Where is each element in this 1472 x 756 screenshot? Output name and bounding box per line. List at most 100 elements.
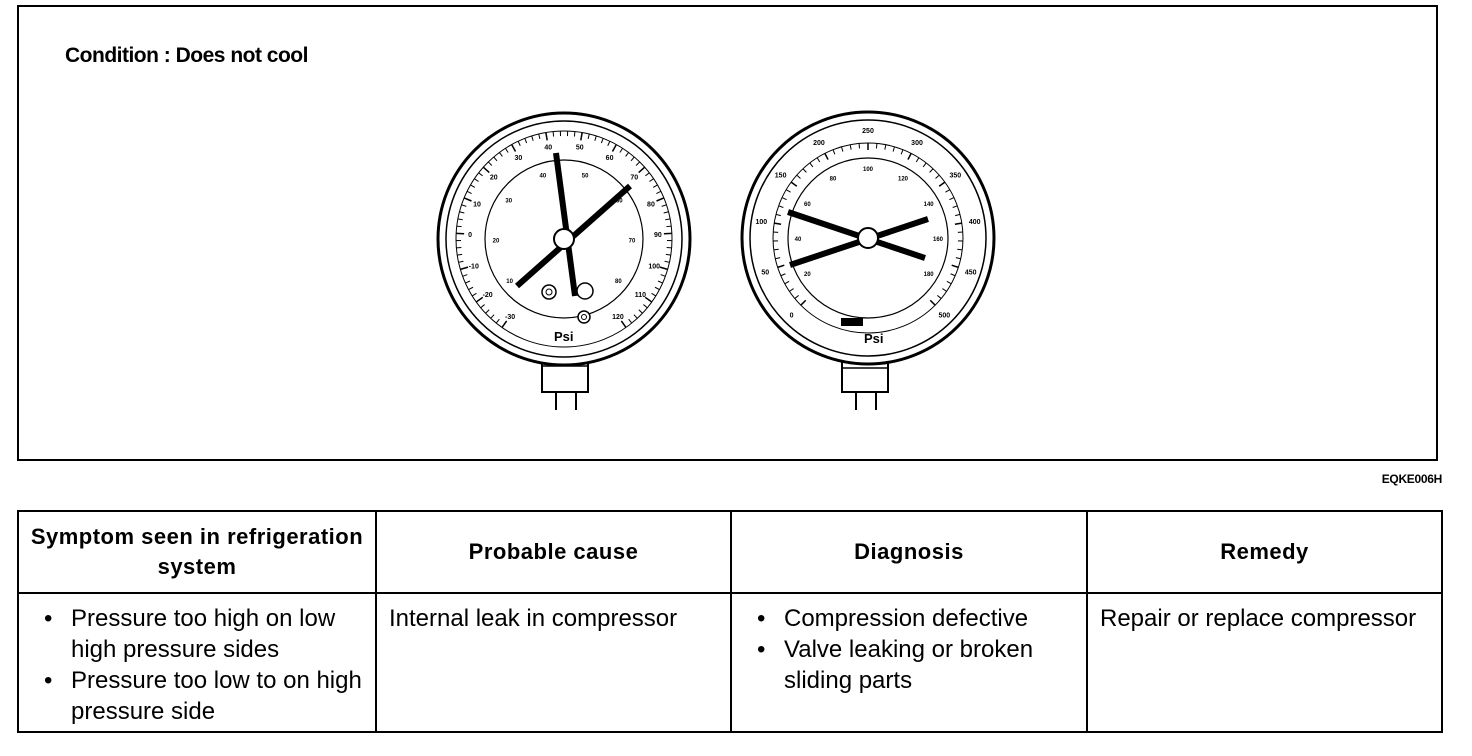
scale-minor-tick	[458, 260, 464, 263]
scale-minor-tick	[949, 197, 955, 201]
scale-minor-tick	[666, 225, 672, 228]
scale-minor-tick	[457, 253, 463, 256]
scale-minor-tick	[802, 168, 807, 173]
scale-tick	[954, 222, 962, 225]
diagnosis-table: Symptom seen in refrigeration system Pro…	[17, 510, 1443, 733]
list-item: Pressure too low to on high pressure sid…	[44, 665, 365, 727]
gauge-needle	[787, 209, 926, 261]
scale-minor-tick	[892, 146, 895, 152]
scale-minor-tick	[552, 131, 555, 137]
scale-minor-tick	[638, 309, 643, 314]
scale-label: 110	[635, 292, 646, 299]
scale-minor-tick	[633, 314, 638, 319]
scale-tick	[777, 264, 785, 269]
list-item: Valve leaking or broken sliding parts	[757, 634, 1076, 696]
scale-minor-tick	[490, 314, 495, 319]
scale-label: 20	[493, 239, 500, 245]
scale-minor-tick	[495, 318, 500, 324]
scale-minor-tick	[778, 205, 784, 208]
scale-minor-tick	[470, 184, 476, 188]
scale-tick	[545, 132, 548, 141]
scale-tick	[938, 181, 946, 187]
scale-minor-tick	[459, 211, 465, 214]
scale-minor-tick	[649, 178, 654, 182]
scale-label: 160	[933, 237, 944, 243]
list-item: Compression defective	[757, 603, 1076, 634]
scale-tick	[659, 266, 668, 271]
scale-label: 200	[813, 140, 825, 147]
scale-tick	[929, 299, 936, 306]
figure-code: EQKE006H	[1381, 472, 1443, 486]
scale-minor-tick	[531, 135, 534, 141]
scale-label: 250	[862, 128, 874, 135]
scale-label: 30	[505, 198, 512, 204]
scale-label: 120	[898, 176, 909, 182]
scale-label: 450	[965, 269, 977, 276]
scale-minor-tick	[573, 131, 576, 137]
scale-tick	[510, 144, 517, 152]
scale-minor-tick	[900, 149, 904, 155]
scale-minor-tick	[946, 280, 952, 285]
scale-minor-tick	[935, 174, 940, 179]
scale-minor-tick	[849, 144, 852, 150]
needle-hub	[857, 227, 879, 249]
scale-minor-tick	[663, 211, 669, 214]
scale-minor-tick	[607, 141, 611, 146]
scale-tick	[620, 320, 627, 328]
diagnosis-cell: Compression defective Valve leaking or b…	[730, 592, 1088, 733]
table-row: Pressure too high on low high pressure s…	[17, 592, 1443, 733]
scale-tick	[790, 181, 798, 187]
scale-label: 90	[654, 232, 662, 239]
scale-minor-tick	[784, 280, 790, 285]
scale-minor-tick	[471, 292, 477, 297]
scale-minor-tick	[796, 174, 801, 179]
scale-label: 60	[616, 198, 623, 204]
scale-tick	[611, 144, 618, 152]
scale-label: 10	[473, 201, 481, 208]
scale-tick	[501, 320, 508, 328]
scale-minor-tick	[929, 168, 934, 173]
scale-minor-tick	[456, 225, 462, 228]
scale-tick	[824, 153, 829, 160]
scale-tick	[638, 166, 646, 174]
scale-label: 70	[629, 239, 636, 245]
scale-label: 50	[761, 269, 769, 276]
scale-label: 20	[490, 175, 498, 182]
scale-minor-tick	[661, 204, 667, 207]
scale-tick	[774, 222, 782, 225]
scale-minor-tick	[524, 138, 528, 144]
scale-minor-tick	[785, 189, 791, 193]
scale-minor-tick	[474, 178, 479, 182]
scale-minor-tick	[487, 161, 493, 166]
scale-label: 80	[647, 201, 655, 208]
scale-minor-tick	[794, 294, 799, 299]
scale-tick	[644, 296, 653, 303]
scale-minor-tick	[937, 294, 942, 299]
scale-tick	[463, 197, 472, 202]
scale-minor-tick	[773, 248, 779, 251]
scale-minor-tick	[635, 161, 641, 166]
scale-minor-tick	[628, 318, 633, 324]
cause-text: Internal leak in compressor	[389, 605, 678, 632]
scale-minor-tick	[780, 273, 786, 277]
scale-minor-tick	[499, 152, 503, 157]
gauge-scale-ticks	[773, 143, 963, 306]
scale-minor-tick	[950, 273, 956, 277]
scale-label: 30	[515, 155, 523, 162]
scale-minor-tick	[645, 172, 650, 177]
list-item: Pressure too high on low high pressure s…	[44, 603, 365, 665]
table-header-row: Symptom seen in refrigeration system Pro…	[17, 510, 1443, 594]
scale-minor-tick	[465, 280, 471, 284]
scale-label: 140	[924, 202, 935, 208]
scale-minor-tick	[538, 133, 541, 139]
scale-minor-tick	[816, 157, 821, 163]
scale-label: 120	[612, 314, 624, 321]
scale-tick	[580, 132, 583, 141]
header-diagnosis: Diagnosis	[730, 510, 1088, 594]
scale-minor-tick	[922, 162, 927, 168]
scale-minor-tick	[462, 274, 468, 277]
scale-label: 100	[648, 263, 660, 270]
